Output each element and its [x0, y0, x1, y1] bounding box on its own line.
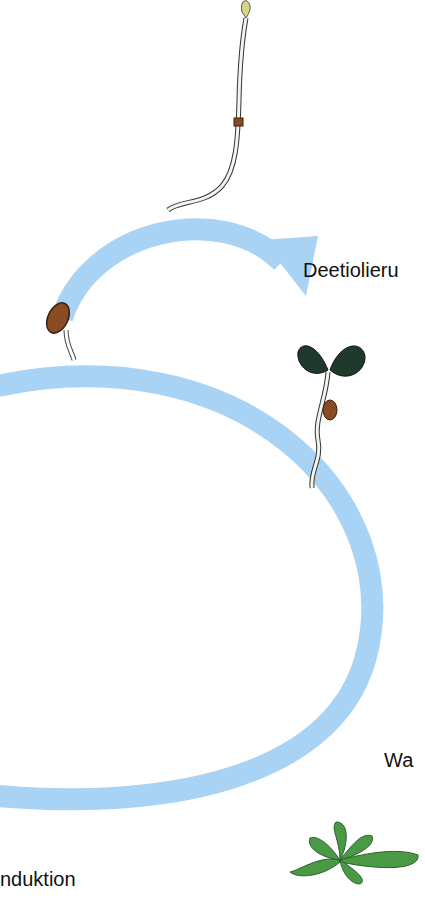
- cycle-arrow: [62, 229, 282, 318]
- stage-label: Wa: [384, 748, 413, 772]
- stage-label: nduktion: [0, 867, 76, 891]
- rosette-plant: [290, 822, 418, 884]
- deetiolated-seedling: [298, 346, 365, 488]
- germinating-seed: [42, 299, 74, 360]
- etiolated-seedling: [168, 1, 250, 210]
- stage-label: Deetiolieru: [303, 258, 399, 282]
